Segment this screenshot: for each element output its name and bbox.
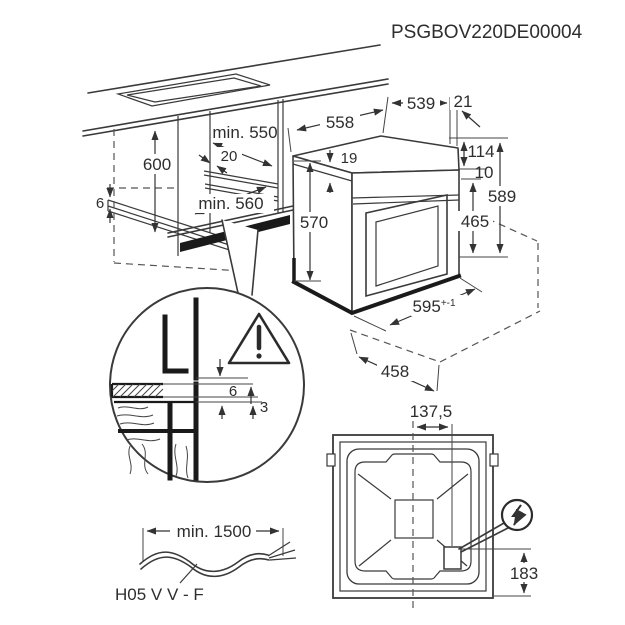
oven-bottom-edge [291, 273, 462, 316]
lightning-bolt-icon [458, 498, 534, 553]
worktop-front-edge-top [82, 78, 389, 132]
detail-circle [109, 287, 305, 483]
niche-right-panel [277, 99, 284, 213]
rear-center-square [394, 499, 434, 539]
dim-top-depth-558: 558 [326, 113, 354, 132]
callout-wedge-lines [221, 219, 259, 296]
dim-base-depth-458: 458 [381, 362, 409, 381]
door-window-outer [365, 194, 448, 298]
niche-rail-back [203, 170, 279, 189]
callout-wedge [222, 220, 258, 295]
right-mounting-tab [489, 453, 499, 467]
dim-lower-gap-3: 3 [260, 399, 268, 416]
oven-front-face [351, 169, 460, 314]
worktop-section [110, 382, 164, 399]
hob-cutout [115, 73, 271, 107]
gap-reference-lines [163, 377, 262, 403]
oven-dimensions: 558 539 21 19 114 10 465 589 [287, 92, 519, 392]
wood-grain [116, 406, 189, 479]
oven-side-face [292, 155, 353, 314]
cabinet-dimensions: 600 6 min. 550 20 min. 560 [96, 123, 278, 233]
dim-connection-offset: 137,5 [410, 402, 453, 421]
cable-type-label: H05 V V - F [115, 585, 204, 604]
side-top-frame-line [292, 163, 353, 182]
shelf-panel [107, 199, 246, 256]
door-window-inner [375, 205, 439, 287]
dim-control-height-114: 114 [467, 142, 494, 161]
dim-rear-clearance: 20 [221, 148, 238, 165]
rear-emboss-contour [354, 453, 472, 580]
rear-panel-view: 137,5 183 [326, 402, 542, 612]
dim-body-height-570: 570 [300, 213, 328, 232]
frame-profile [162, 297, 199, 481]
dim-door-height-465: 465 [461, 212, 489, 231]
oven-isometric-view: 558 539 21 19 114 10 465 589 [287, 92, 541, 392]
drawing-title: PSGBOV220DE00004 [391, 22, 583, 43]
worktop-back-edge [87, 44, 381, 94]
worktop-front-edge-bottom [82, 83, 389, 137]
floor-projection-dashed [349, 213, 541, 363]
dim-595-tolerance: +-1 [441, 298, 456, 309]
dim-floor-depth: min. 560 [198, 194, 263, 213]
warning-triangle-icon [227, 312, 291, 365]
left-mounting-tab [326, 453, 336, 467]
cable-dim-brackets [142, 528, 284, 562]
dim-cable-length: min. 1500 [177, 522, 252, 541]
dim-total-height-589: 589 [488, 187, 516, 206]
detail-dimensions: 6 3 [216, 359, 268, 419]
dashed-bottom-line [113, 262, 243, 272]
connection-box [443, 546, 462, 570]
dim-rear-offset-21: 21 [454, 92, 473, 111]
dim-183-extensions [461, 548, 531, 597]
dim-top-depth: min. 550 [212, 123, 277, 142]
dim-connection-height: 183 [510, 564, 538, 583]
clearance-detail-view: 6 3 [109, 219, 305, 483]
dim-frame-gap-10: 10 [475, 163, 494, 182]
cable-type-leader [179, 563, 198, 584]
dim-niche-height: 600 [143, 155, 171, 174]
cable-view: min. 1500 H05 V V - F [115, 522, 297, 604]
dim-595-value: 595 [412, 297, 440, 316]
cable-drawing [139, 541, 297, 578]
dim-front-width-595: 595+-1 [412, 297, 456, 316]
dim-panel-thickness: 6 [96, 195, 104, 212]
dim-upper-gap-6: 6 [229, 383, 237, 400]
dim-front-frame-19: 19 [341, 150, 358, 167]
dim-body-depth-539: 539 [407, 94, 435, 113]
